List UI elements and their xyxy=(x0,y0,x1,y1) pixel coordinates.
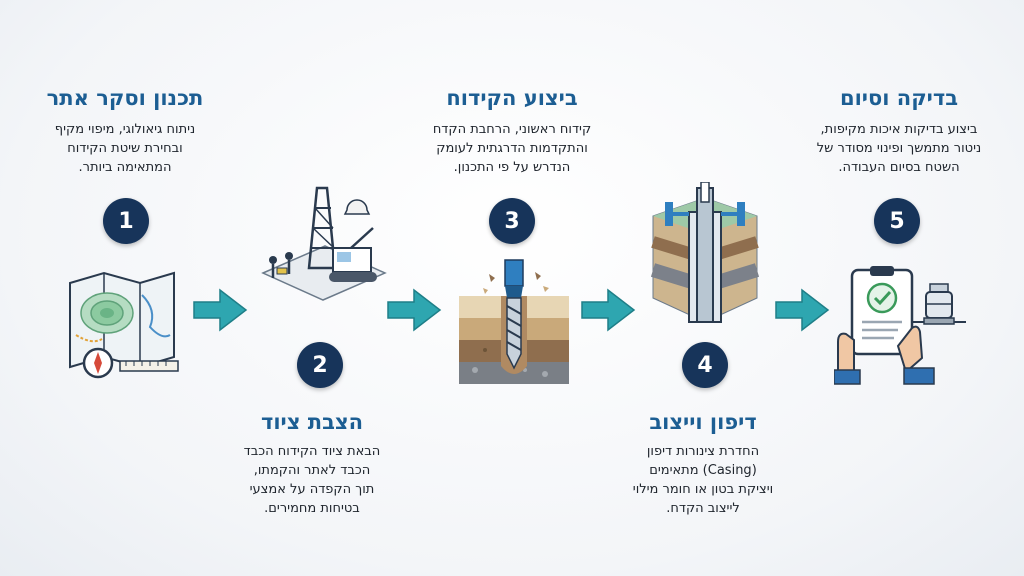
step-2-title: הצבת ציוד xyxy=(260,410,364,434)
step-1-desc-line: המתאימה ביותר. xyxy=(78,160,172,175)
step-1-desc-line: ובחירת שיטת הקידוח xyxy=(67,141,183,156)
step-2-desc-line: הכבד לאתר והקמתו, xyxy=(253,463,371,478)
step-2-desc-line: בטיחות מחמירים. xyxy=(264,501,360,516)
step-3-desc-line: הנדרש על פי התכנון. xyxy=(453,160,571,175)
step-1-badge: 1 xyxy=(103,198,149,244)
arrow-right-icon xyxy=(387,288,442,332)
step-5-desc-line: השטח בסיום העבודה. xyxy=(838,160,960,175)
step-5-desc-line: ניטור מתמשך ופינוי מסודר של xyxy=(816,141,982,156)
drill-bit-icon xyxy=(459,259,569,384)
map-compass-icon xyxy=(69,271,179,379)
step-5-description: ביצוע בדיקות איכות מקיפות, ניטור מתמשך ו… xyxy=(794,120,1004,177)
step-4-description: החדרת צינורות דיפון (Casing) מתאימים ויצ… xyxy=(598,442,808,518)
step-2-badge: 2 xyxy=(297,342,343,388)
step-4-desc-line: (Casing) מתאימים xyxy=(649,463,757,478)
step-3-description: קידוח ראשוני, הרחבת הקדח והתקדמות הדרגתי… xyxy=(407,120,617,177)
step-5-title: בדיקה וסיום xyxy=(839,86,959,110)
step-4-desc-line: ויציקת בטון או חומר מילוי xyxy=(632,482,774,497)
drilling-rig-icon xyxy=(261,186,387,301)
step-2-description: הבאת ציוד הקידוח הכבד הכבד לאתר והקמתו, … xyxy=(207,442,417,518)
step-1-description: ניתוח גיאולוגי, מיפוי מקיף ובחירת שיטת ה… xyxy=(20,120,230,177)
step-5-desc-line: ביצוע בדיקות איכות מקיפות, xyxy=(820,122,978,137)
step-3-badge: 3 xyxy=(489,198,535,244)
step-4-title: דיפון וייצוב xyxy=(649,410,757,434)
casing-pipe-icon xyxy=(650,182,760,323)
step-2-desc-line: תוך הקפדה על אמצעי xyxy=(249,482,375,497)
arrow-right-icon xyxy=(775,288,830,332)
step-4-badge: 4 xyxy=(682,342,728,388)
arrow-right-icon xyxy=(581,288,636,332)
arrow-right-icon xyxy=(193,288,248,332)
step-1-desc-line: ניתוח גיאולוגי, מיפוי מקיף xyxy=(54,122,196,137)
checklist-tablet-icon xyxy=(834,266,966,385)
step-3-desc-line: קידוח ראשוני, הרחבת הקדח xyxy=(432,122,592,137)
step-3-title: ביצוע הקידוח xyxy=(446,86,578,110)
step-1-title: תכנון וסקר אתר xyxy=(46,86,204,110)
step-5-badge: 5 xyxy=(874,198,920,244)
step-4-desc-line: לייצוב הקדח. xyxy=(666,501,740,516)
step-4-desc-line: החדרת צינורות דיפון xyxy=(646,444,760,459)
step-2-desc-line: הבאת ציוד הקידוח הכבד xyxy=(243,444,381,459)
step-3-desc-line: והתקדמות הדרגתית לעומק xyxy=(436,141,588,156)
